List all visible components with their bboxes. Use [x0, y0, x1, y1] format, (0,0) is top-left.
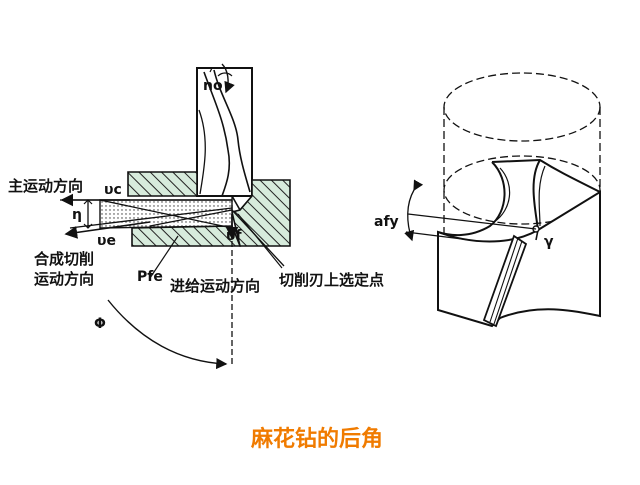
label-ve: υe: [97, 233, 116, 249]
label-resultant-line2: 运动方向: [34, 270, 94, 288]
drill-body: [196, 67, 253, 212]
label-main-motion: 主运动方向: [8, 177, 83, 195]
label-no: no: [203, 78, 223, 94]
figure-title: 麻花钻的后角: [250, 426, 383, 452]
afy-angle-arc: [404, 179, 424, 242]
workpiece-upper-band: [127, 171, 198, 197]
label-phi: Φ: [94, 316, 106, 332]
rotation-arrow: [221, 63, 235, 94]
label-pfe: Pfe: [137, 269, 163, 285]
phi-angle-arc: [107, 299, 228, 370]
right-3d-view: [404, 72, 601, 328]
label-vf: υf: [226, 228, 242, 244]
resultant-motion-arrow: [64, 221, 151, 239]
label-eta: η: [72, 207, 82, 223]
label-feed-motion: 进给运动方向: [170, 277, 260, 295]
label-gamma: γ: [544, 234, 554, 250]
label-afy: afy: [374, 214, 399, 230]
label-resultant-line1: 合成切削: [33, 250, 94, 268]
workpiece-lower-band: [131, 225, 242, 247]
label-selected-point: 切削刃上选定点: [279, 271, 384, 289]
cutting-lips: [437, 158, 601, 237]
left-section-view: no υc 主运动方向 η υe 合成切削 运动方向 υf Pfe 进给运动方向…: [8, 63, 384, 370]
label-vc: υc: [104, 182, 122, 198]
